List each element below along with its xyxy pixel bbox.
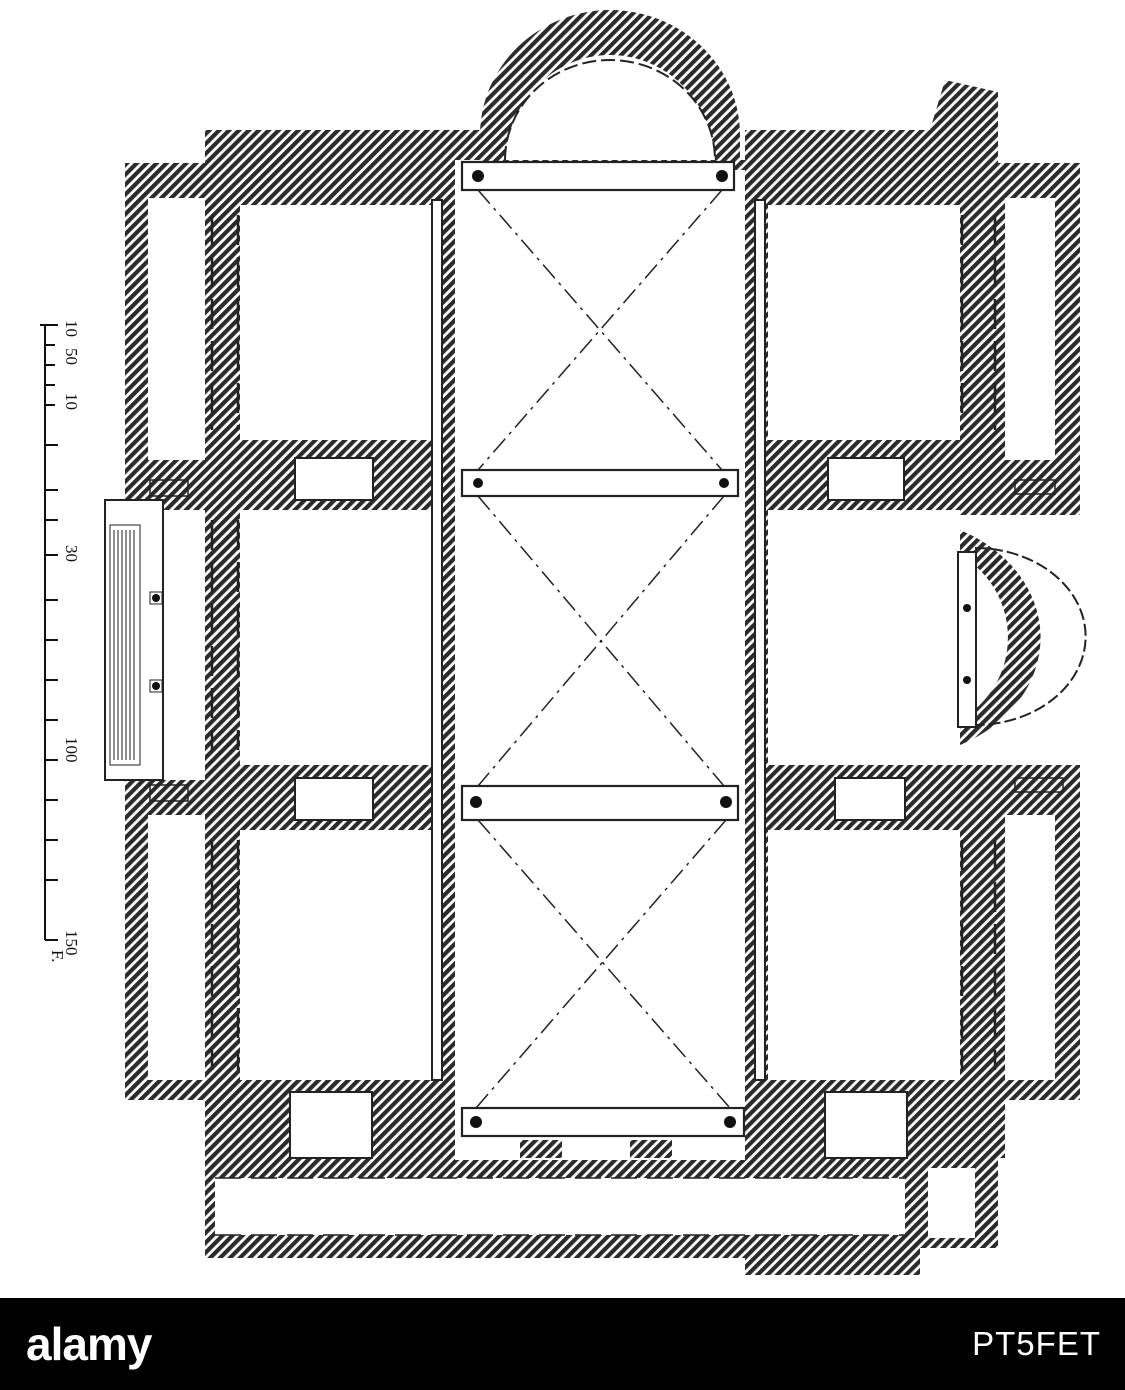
floor-plan-drawing: 10 50 10 30 100 150 F. (40, 10, 1087, 1275)
scale-label-6: 150 (62, 930, 81, 956)
scale-label-3: 10 (62, 393, 81, 410)
image-id-label: PT5FET (972, 1325, 1101, 1362)
scale-unit: F. (48, 950, 67, 962)
apse-north (480, 10, 740, 166)
vault-diagonals (475, 189, 731, 1109)
floor-plan-figure: 10 50 10 30 100 150 F. (40, 10, 1087, 1275)
scale-bar (40, 324, 58, 941)
apse-east (960, 530, 1041, 745)
west-porch (104, 499, 164, 781)
alamy-logo: alamy (26, 1318, 152, 1370)
scale-label-4: 30 (62, 545, 81, 562)
nave-beams (460, 160, 746, 1138)
stock-footer-bar: alamy PT5FET (0, 1298, 1125, 1390)
scale-label-5: 100 (62, 737, 81, 763)
scale-label-2: 50 (62, 348, 81, 365)
scale-label-1: 10 (62, 320, 81, 337)
